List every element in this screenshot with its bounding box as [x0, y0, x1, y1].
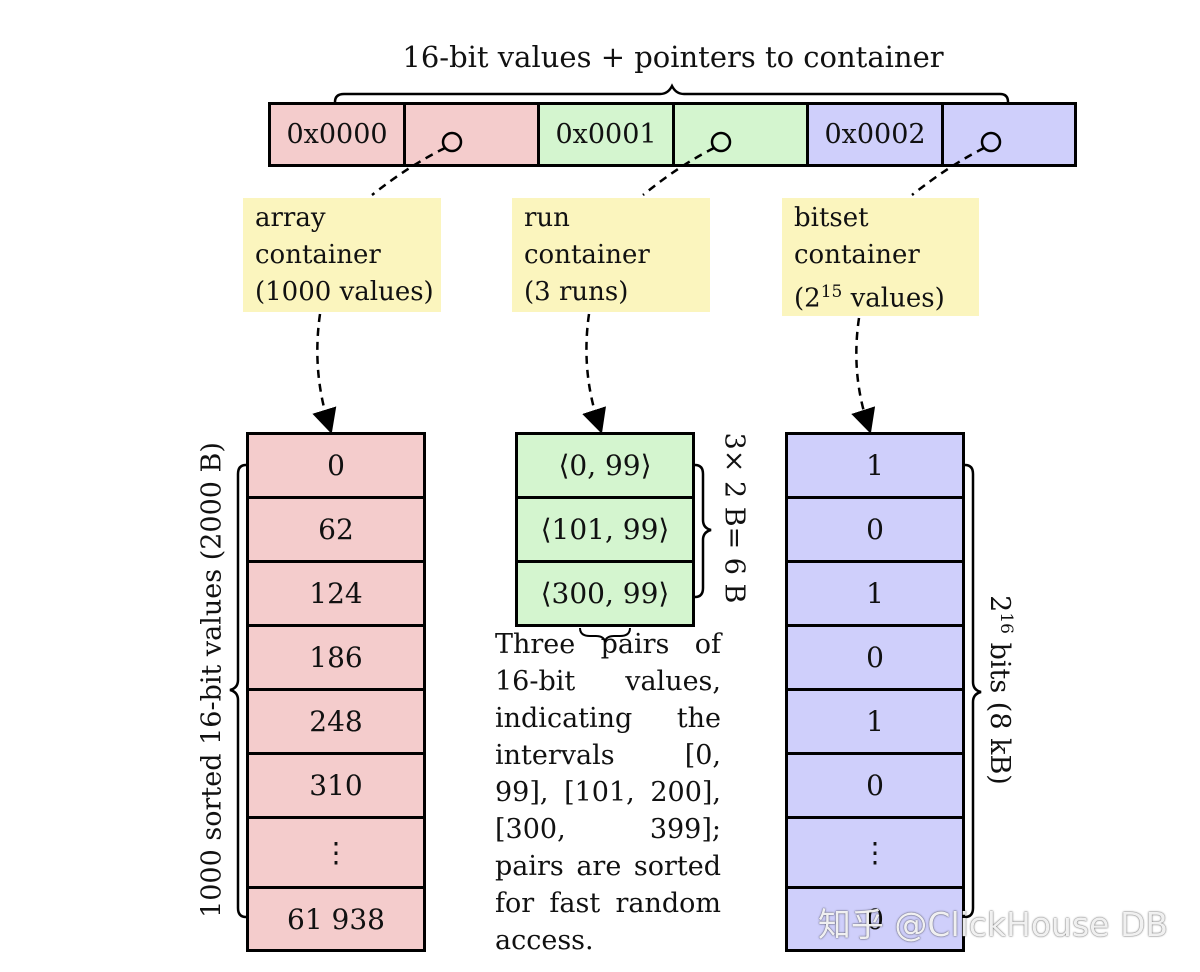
pointer-line-1 [642, 146, 715, 196]
arrow-to-array [312, 313, 337, 434]
bitset-row-4: 1 [788, 688, 962, 752]
array-row-5: 310 [249, 752, 423, 816]
bitset-brace [964, 463, 982, 919]
pointer-line-2 [911, 146, 985, 196]
key-cell-2: 0x0002 [806, 102, 944, 167]
bitset-row-2: 1 [788, 560, 962, 624]
array-label-line-2: container [255, 240, 381, 270]
bitset-row-3: 0 [788, 624, 962, 688]
run-label-line-2: container [524, 240, 650, 270]
pointer-line-0 [371, 146, 446, 196]
run-row-2: ⟨300, 99⟩ [518, 560, 692, 624]
array-row-2: 124 [249, 560, 423, 624]
bitset-row-last: 0 [788, 886, 962, 949]
key-cell-0: 0x0000 [268, 102, 406, 167]
key-label-2: 0x0002 [824, 119, 926, 150]
bitset-label-line-2: container [794, 240, 920, 270]
bitset-row-5: 0 [788, 752, 962, 816]
pointer-circle-icon-1 [710, 131, 732, 153]
array-brace [229, 463, 247, 919]
pointer-cell-1 [672, 102, 809, 167]
run-label-line-1: run [524, 203, 570, 233]
key-label-1: 0x0001 [555, 119, 657, 150]
bitset-label-line-3: (215 values) [794, 282, 945, 314]
array-row-ellipsis: ⋮ [249, 816, 423, 886]
array-row-last: 61 938 [249, 886, 423, 949]
array-label-line-3: (1000 values) [255, 277, 434, 307]
diagram-title: 16-bit values + pointers to container [402, 40, 944, 74]
run-container-label: run container (3 runs) [512, 198, 710, 312]
array-row-1: 62 [249, 496, 423, 560]
key-label-0: 0x0000 [286, 119, 388, 150]
array-container-label: array container (1000 values) [243, 198, 441, 312]
arrow-to-run [582, 313, 607, 434]
run-brace [694, 463, 712, 599]
bitset-label-line-1: bitset [794, 203, 869, 233]
run-label-line-3: (3 runs) [524, 277, 629, 307]
bitset-row-1: 0 [788, 496, 962, 560]
array-row-4: 248 [249, 688, 423, 752]
pointer-circle-icon-2 [980, 131, 1002, 153]
arrow-to-bitset [851, 317, 876, 434]
run-container: ⟨0, 99⟩ ⟨101, 99⟩ ⟨300, 99⟩ [515, 432, 695, 627]
run-bottom-brace [579, 627, 631, 643]
array-row-3: 186 [249, 624, 423, 688]
array-label-line-1: array [255, 203, 326, 233]
run-explanation-text: Three pairs of 16-bit values, indicating… [495, 629, 721, 956]
bitset-container: 1 0 1 0 1 0 ⋮ 0 [785, 432, 965, 952]
top-brace [333, 83, 1010, 103]
bitset-container-label: bitset container (215 values) [782, 198, 979, 316]
pointer-cell-2 [941, 102, 1077, 167]
bitset-row-ellipsis: ⋮ [788, 816, 962, 886]
array-container: 0 62 124 186 248 310 ⋮ 61 938 [246, 432, 426, 952]
watermark-text: 知乎 @ClickHouse DB [817, 905, 1168, 944]
pointer-circle-icon-0 [441, 131, 463, 153]
run-row-1: ⟨101, 99⟩ [518, 496, 692, 560]
